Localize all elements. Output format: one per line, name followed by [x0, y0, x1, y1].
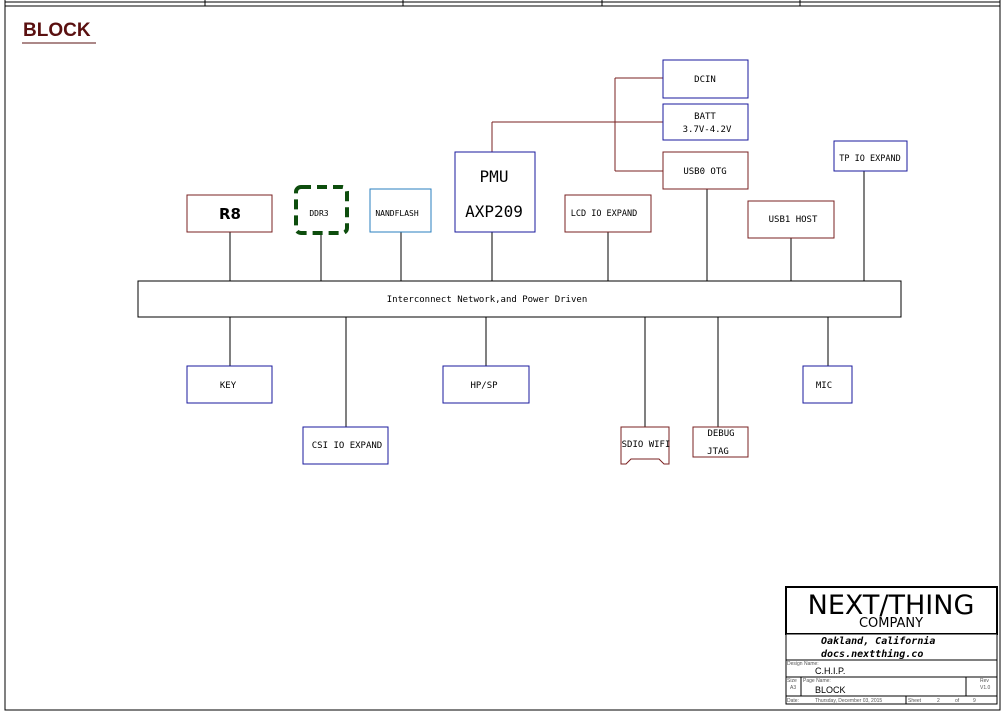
debug-jtag-block: DEBUG JTAG — [692, 426, 749, 458]
key-box — [186, 365, 273, 404]
page-name-value: BLOCK — [815, 685, 846, 695]
tp-io-expand-label: TP IO EXPAND — [839, 154, 900, 164]
power-rails — [491, 77, 663, 172]
sheet-number: 2 — [937, 698, 940, 704]
usb0-otg-label: USB0 OTG — [683, 167, 726, 177]
pmu-block: PMU AXP209 — [454, 151, 536, 233]
lcd-io-expand-label: LCD IO EXPAND — [571, 209, 638, 219]
usb1-host-block: USB1 HOST — [747, 200, 835, 239]
mic-box — [802, 365, 853, 404]
nandflash-label: NANDFLASH — [375, 209, 419, 218]
design-name-caption: Design Name: — [787, 661, 819, 667]
size-caption: Size — [787, 678, 797, 684]
interconnect-label: Interconnect Network,and Power Driven — [387, 295, 587, 305]
batt-box — [662, 103, 749, 141]
page-title: BLOCK — [23, 20, 91, 41]
ddr3-label: DDR3 — [309, 209, 328, 218]
company-website: docs.nextthing.co — [821, 648, 923, 660]
debug-jtag-box — [692, 426, 749, 458]
mic-block: MIC — [802, 365, 853, 404]
sheet-total: 9 — [973, 698, 976, 704]
usb0-otg-block: USB0 OTG — [662, 151, 749, 190]
dcin-box — [662, 59, 749, 99]
usb1-host-label: USB1 HOST — [769, 215, 818, 225]
r8-box — [186, 194, 273, 233]
interconnect-block: Interconnect Network,and Power Driven — [137, 280, 902, 318]
title-block: NEXT/THING COMPANY Oakland, California d… — [785, 586, 998, 705]
sheet-frame — [4, 5, 1001, 711]
of-caption: of — [955, 698, 960, 704]
date-row — [785, 695, 998, 705]
design-name-value: C.H.I.P. — [815, 666, 845, 676]
interconnect-box — [137, 280, 902, 318]
usb1-host-box — [747, 200, 835, 239]
company-logo-line2: COMPANY — [859, 616, 923, 631]
company-logo-line1: NEXT/THING — [808, 590, 975, 621]
batt-label: BATT — [694, 112, 716, 122]
lcd-io-expand-block: LCD IO EXPAND — [564, 194, 652, 233]
csi-io-expand-block: CSI IO EXPAND — [302, 426, 389, 465]
key-label: KEY — [220, 381, 237, 391]
hp-sp-box — [442, 365, 530, 404]
tp-io-expand-block: TP IO EXPAND — [833, 140, 908, 172]
date-caption: Date: — [787, 698, 799, 704]
address-box — [785, 633, 998, 661]
sdio-wifi-box — [620, 426, 670, 465]
hp-sp-block: HP/SP — [442, 365, 530, 404]
pmu-box — [454, 151, 536, 233]
nandflash-box — [369, 188, 432, 233]
tp-io-expand-box — [833, 140, 908, 172]
csi-io-expand-label: CSI IO EXPAND — [312, 441, 382, 451]
sdio-wifi-label: SDIO WIFI — [622, 440, 671, 450]
usb0-otg-box — [662, 151, 749, 190]
batt-voltage-label: 3.7V-4.2V — [683, 125, 732, 135]
page-name-caption: Page Name: — [803, 678, 831, 684]
company-location: Oakland, California — [821, 635, 935, 647]
size-value: A3 — [790, 685, 796, 691]
lcd-io-expand-box — [564, 194, 652, 233]
ddr3-block: DDR3 — [294, 185, 349, 235]
date-value: Thursday, December 03, 2015 — [815, 698, 882, 704]
hp-sp-label: HP/SP — [470, 381, 498, 391]
csi-io-expand-box — [302, 426, 389, 465]
key-block: KEY — [186, 365, 273, 404]
rev-caption: Rev — [980, 678, 989, 684]
r8-label: R8 — [219, 205, 241, 223]
nandflash-block: NANDFLASH — [369, 188, 432, 233]
dcin-block: DCIN — [662, 59, 749, 99]
rev-value: V1.0 — [980, 685, 991, 691]
bus-connectors — [229, 171, 865, 427]
sdio-wifi-block: SDIO WIFI — [620, 426, 671, 465]
pmu-label: PMU — [480, 167, 509, 186]
ddr3-box — [294, 185, 349, 235]
mic-label: MIC — [816, 381, 832, 391]
debug-label: DEBUG — [707, 429, 734, 439]
jtag-label: JTAG — [707, 447, 729, 457]
sheet-caption: Sheet — [908, 698, 922, 704]
r8-block: R8 — [186, 194, 273, 233]
batt-block: BATT 3.7V-4.2V — [662, 103, 749, 141]
dcin-label: DCIN — [694, 75, 716, 85]
pmu-chip-label: AXP209 — [465, 202, 523, 221]
